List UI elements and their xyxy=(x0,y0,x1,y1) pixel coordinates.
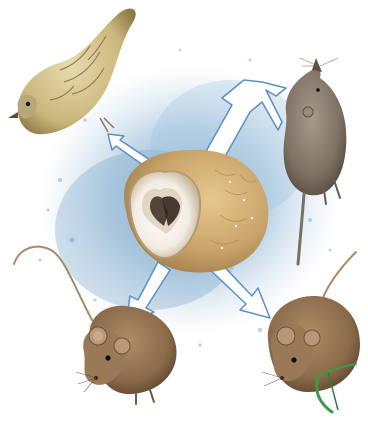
illustration-canvas xyxy=(0,0,368,441)
food-web-illustration xyxy=(0,0,368,441)
